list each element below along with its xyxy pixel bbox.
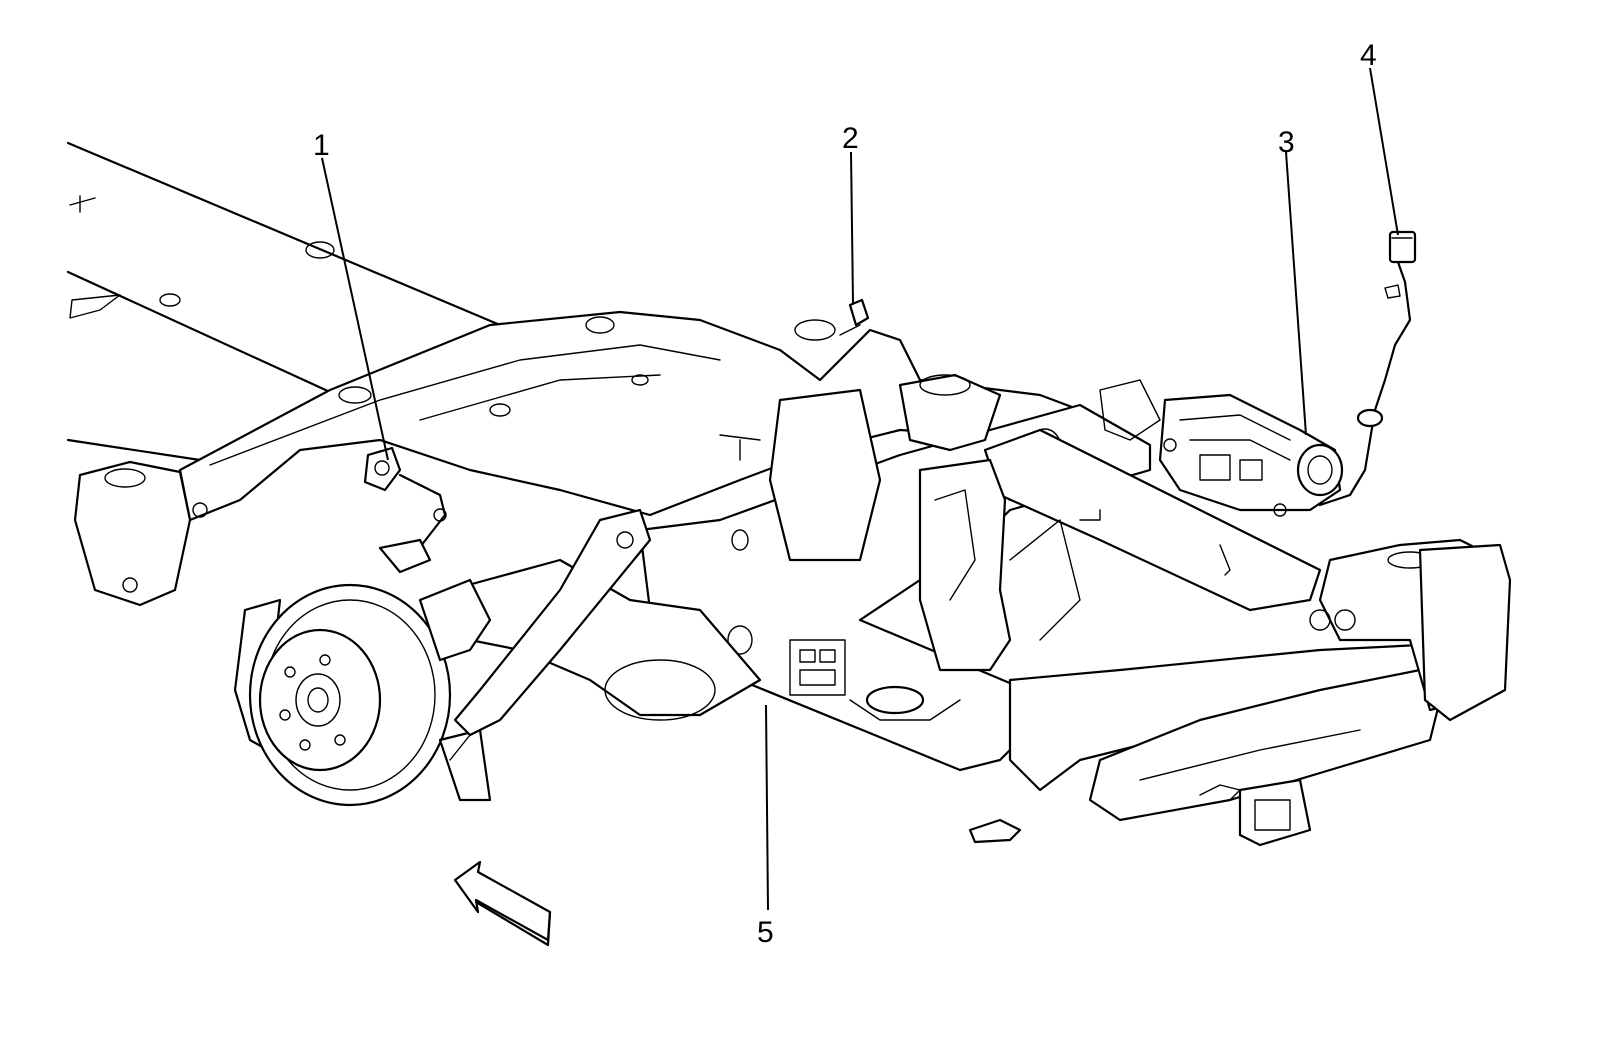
right-frame-mount bbox=[1309, 538, 1512, 722]
wiring-harness bbox=[1318, 230, 1417, 507]
sensor-bracket bbox=[839, 298, 870, 336]
shock-absorber bbox=[449, 508, 652, 761]
center-bracket bbox=[918, 458, 1081, 672]
brake-rotor-assembly bbox=[233, 578, 492, 807]
air-compressor bbox=[1099, 379, 1344, 517]
crossmember-tube bbox=[983, 428, 1322, 612]
rear-cross-frame bbox=[968, 643, 1442, 847]
callouts: 1 2 3 4 5 bbox=[313, 39, 1377, 949]
callout-3: 3 bbox=[1278, 126, 1295, 159]
leader-lines bbox=[321, 67, 1399, 911]
callout-1: 1 bbox=[313, 129, 330, 162]
callout-2: 2 bbox=[842, 122, 859, 155]
callout-5: 5 bbox=[757, 916, 774, 949]
left-frame-mount bbox=[73, 460, 208, 607]
height-sensor bbox=[363, 446, 447, 574]
direction-arrow-icon bbox=[453, 860, 552, 947]
callout-4: 4 bbox=[1360, 39, 1377, 72]
frame-rails-left bbox=[66, 141, 502, 462]
